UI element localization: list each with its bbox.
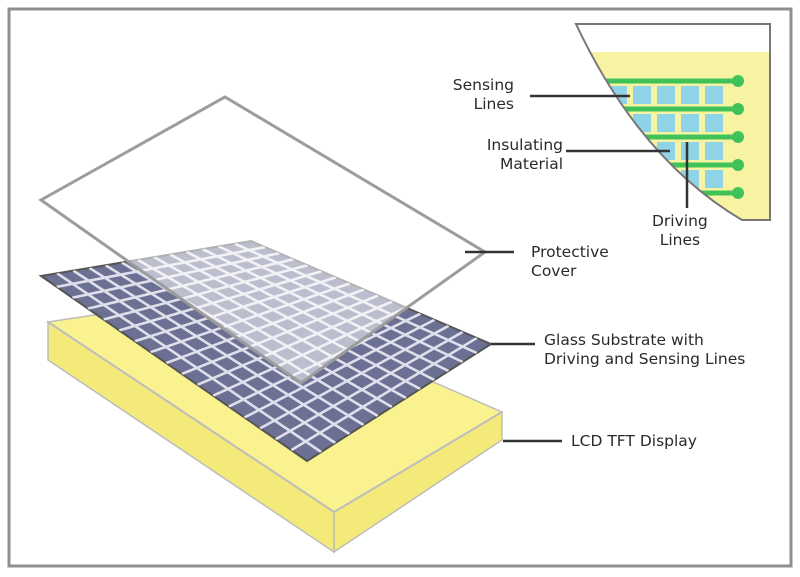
insulating-cell <box>633 86 651 104</box>
lcd-edges <box>47 321 503 514</box>
sensing-line-terminals <box>732 75 744 199</box>
insulating-cell <box>681 114 699 132</box>
insulating-cell <box>705 142 723 160</box>
leader-lines <box>465 94 689 443</box>
glass-grid-line <box>259 324 450 430</box>
sensing-line-terminal <box>732 103 744 115</box>
sensing-line-terminal <box>732 159 744 171</box>
glass-grid-line <box>88 266 351 436</box>
insulating-cell <box>657 114 675 132</box>
sensing-line-terminal <box>732 131 744 143</box>
glass-grid-line <box>275 330 464 441</box>
sensing-line-terminal <box>732 75 744 87</box>
outer-border <box>7 7 793 568</box>
inset-frame <box>574 23 771 221</box>
lcd-display-label: LCD TFT Display <box>571 432 697 450</box>
glass-grid-line <box>56 272 322 454</box>
zoom-inset <box>574 23 771 221</box>
glass-grid-line <box>290 336 478 452</box>
insulating-cell <box>657 86 675 104</box>
glass-grid-line <box>243 318 436 419</box>
insulating-cell <box>705 170 723 188</box>
glass-grid-line <box>72 269 337 445</box>
sensing-line-terminal <box>732 187 744 199</box>
insulating-cell <box>681 86 699 104</box>
insulating-cell <box>705 86 723 104</box>
insulating-cell <box>705 114 723 132</box>
glass-grid-line <box>104 264 365 427</box>
insulating-cell <box>681 142 699 160</box>
